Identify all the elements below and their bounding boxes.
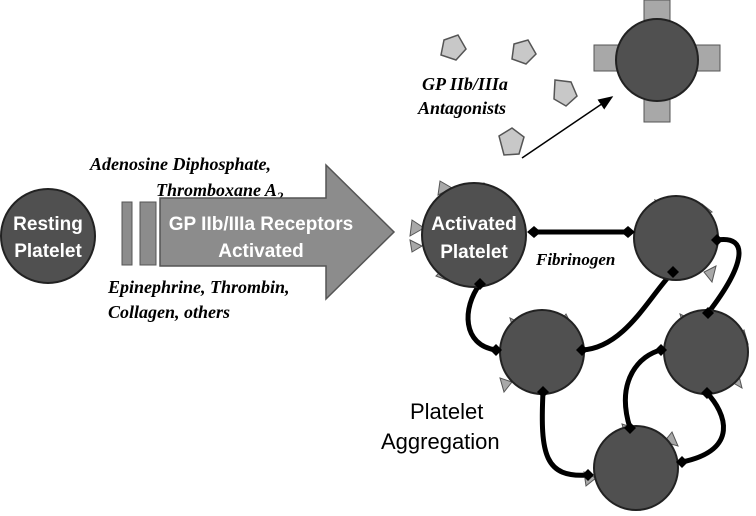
antagonist-pentagon-4 bbox=[498, 127, 525, 156]
antagonists-label-line2: Antagonists bbox=[417, 98, 506, 118]
aggregated-platelet-bottom bbox=[583, 423, 679, 512]
binding-diamond bbox=[490, 344, 502, 356]
arrow-label-line1: GP IIb/IIIa Receptors bbox=[169, 214, 353, 235]
antagonist-pentagon-2 bbox=[511, 39, 537, 65]
bridge-right-upper-to-right-lower bbox=[705, 236, 742, 316]
aggregated-platelet-left bbox=[499, 309, 585, 395]
bar-2 bbox=[139, 201, 157, 266]
binding-diamond bbox=[576, 344, 588, 356]
antagonists-label-line1: GP IIb/IIIa bbox=[422, 74, 508, 94]
activated-platelet-label-line2: Platelet bbox=[440, 242, 508, 263]
antagonist-arrow bbox=[521, 96, 614, 159]
receptor-spike bbox=[499, 377, 513, 394]
binding-diamond bbox=[624, 422, 636, 434]
bridge-left-to-right-upper bbox=[579, 269, 676, 353]
binding-diamond bbox=[527, 226, 541, 238]
fibrinogen-label: Fibrinogen bbox=[535, 250, 615, 269]
receptor-spike bbox=[409, 239, 424, 253]
antagonist-molecules bbox=[440, 34, 578, 156]
bar-1 bbox=[121, 201, 133, 266]
antagonist-pentagon-3 bbox=[553, 79, 578, 107]
binding-diamond bbox=[702, 307, 714, 319]
binding-diamond bbox=[582, 469, 594, 481]
resting-platelet: Resting Platelet bbox=[0, 188, 96, 284]
blocked-platelet bbox=[593, 0, 721, 123]
aggregation-label-line2: Aggregation bbox=[381, 429, 500, 454]
agonist-thromboxane-label: Thromboxane A2 bbox=[156, 180, 284, 204]
resting-platelet-label-line1: Resting bbox=[13, 214, 83, 235]
fibrinogen-binding-sites bbox=[474, 226, 723, 481]
receptor-spike bbox=[409, 219, 425, 237]
bridge-bottom-to-right-lower bbox=[679, 390, 726, 465]
agonist-collagen-label: Collagen, others bbox=[108, 302, 230, 322]
binding-diamond bbox=[701, 387, 713, 399]
binding-diamond bbox=[667, 266, 679, 278]
thromboxane-text: Thromboxane A bbox=[156, 180, 277, 200]
arrow-label-line2: Activated bbox=[218, 241, 304, 262]
fibrinogen-bridges bbox=[465, 229, 742, 478]
activated-platelet: Activated Platelet bbox=[409, 180, 527, 288]
agonist-epinephrine-label: Epinephrine, Thrombin, bbox=[107, 277, 290, 297]
resting-platelet-label-line2: Platelet bbox=[14, 241, 82, 262]
antagonist-pentagon-1 bbox=[440, 34, 467, 61]
binding-diamond bbox=[711, 234, 723, 246]
bridge-left-to-bottom bbox=[539, 389, 591, 478]
activation-arrow bbox=[159, 163, 396, 301]
bridge-right-lower-to-bottom bbox=[623, 347, 664, 431]
aggregated-platelet-right-lower bbox=[663, 309, 749, 395]
aggregation-label-line1: Platelet bbox=[410, 399, 483, 424]
activated-platelet-label-line1: Activated bbox=[431, 214, 517, 235]
receptor-spike bbox=[703, 265, 717, 284]
binding-diamond bbox=[537, 386, 549, 398]
binding-diamond bbox=[655, 344, 667, 356]
agonist-adp-label: Adenosine Diphosphate, bbox=[89, 154, 271, 174]
bridge-activated-to-left bbox=[465, 281, 499, 353]
binding-diamond bbox=[474, 278, 486, 290]
binding-diamond bbox=[621, 226, 635, 238]
binding-diamond bbox=[676, 456, 688, 468]
thromboxane-subscript: 2 bbox=[276, 189, 284, 204]
